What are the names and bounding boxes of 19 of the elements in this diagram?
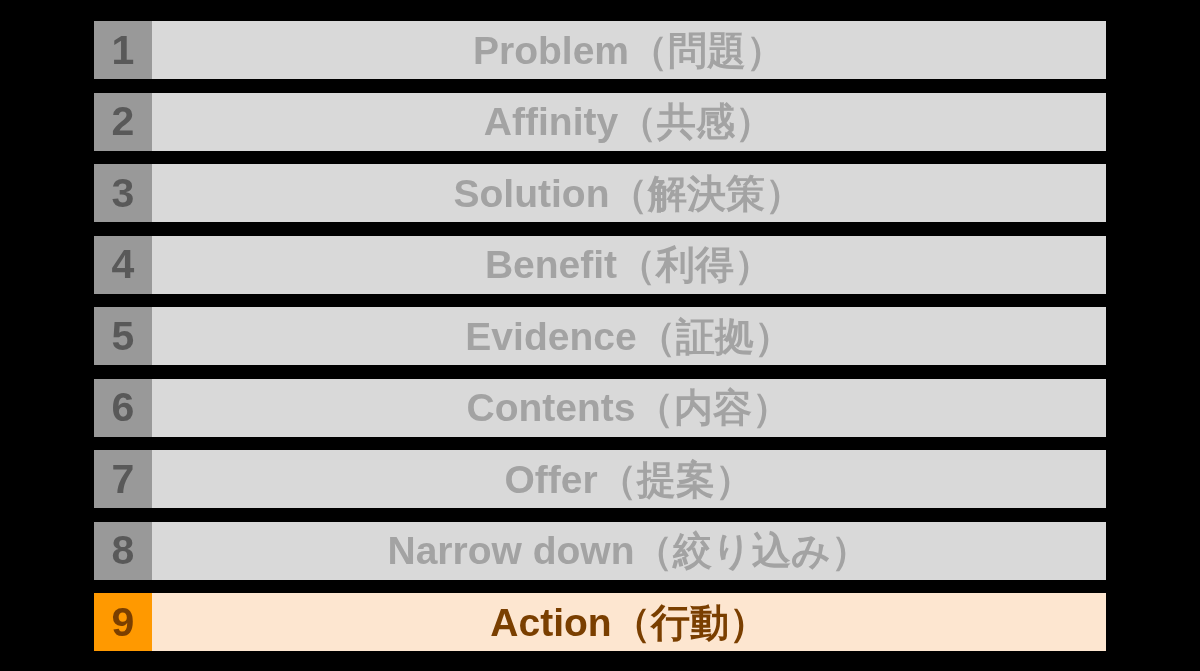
list-row (94, 92, 1106, 151)
list-row (94, 378, 1106, 437)
list-row (94, 521, 1106, 580)
number-tile: 1 (94, 21, 152, 79)
number-tile: 5 (94, 307, 152, 365)
number-tile: 4 (94, 235, 152, 294)
list-row (94, 21, 1106, 79)
number-tile: 6 (94, 378, 152, 437)
number-tile: 3 (94, 164, 152, 222)
highlighted-row (94, 593, 1106, 651)
list-row (94, 450, 1106, 508)
step-label: Action（行動） (490, 602, 768, 642)
list-row (94, 164, 1106, 222)
number-tile: 7 (94, 450, 152, 508)
list-row (94, 235, 1106, 294)
number-tile: 8 (94, 521, 152, 580)
number-tile: 2 (94, 92, 152, 151)
number-tile: 9 (94, 593, 152, 651)
list-row (94, 307, 1106, 365)
